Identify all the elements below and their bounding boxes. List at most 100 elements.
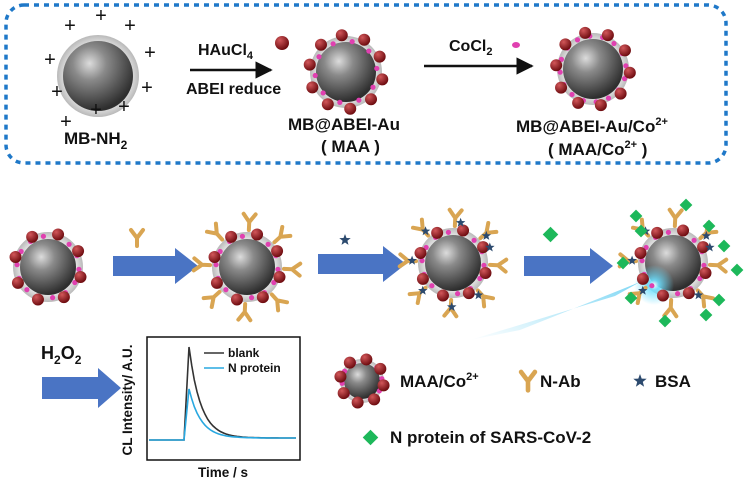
bsa-icon xyxy=(447,302,457,311)
svg-text:+: + xyxy=(141,77,153,99)
chart-y-label: CL Intensity/ A.U. xyxy=(120,344,135,455)
bead3-decoration xyxy=(414,224,492,302)
antibody-icon xyxy=(269,292,290,313)
bsa-blocked-bead xyxy=(418,228,488,298)
h2o2-label: H2O2 xyxy=(41,343,82,367)
bsa-icon xyxy=(407,255,417,265)
legend-text-blank: blank xyxy=(228,346,260,360)
svg-text:+: + xyxy=(64,15,76,37)
process-arrow-2 xyxy=(318,246,406,282)
bsa-icon xyxy=(473,290,484,300)
bsa-icon xyxy=(418,285,428,295)
legend-bsa-icon xyxy=(633,374,647,387)
n-protein-icon xyxy=(717,239,731,253)
legend-n-protein-icon xyxy=(362,429,379,446)
svg-text:+: + xyxy=(90,99,102,121)
bsa-icon xyxy=(339,234,351,245)
legend-bsa-icon xyxy=(633,374,647,387)
n-protein-icon xyxy=(542,226,559,243)
maa-co-decoration-top xyxy=(550,26,636,112)
n-protein-icon xyxy=(699,308,713,322)
bead2-antibodies xyxy=(191,211,303,323)
svg-text:+: + xyxy=(44,49,56,71)
legend-bsa-label: BSA xyxy=(655,372,691,391)
antibody-icon xyxy=(129,228,145,248)
antibody-icon xyxy=(129,228,145,248)
svg-text:+: + xyxy=(124,15,136,37)
antibody-icon xyxy=(447,207,464,229)
antibody-icon xyxy=(236,301,253,323)
antibody-icon xyxy=(475,288,496,309)
maa-bead xyxy=(310,36,382,108)
cobalt-ion-icon xyxy=(512,42,520,48)
bsa-icon xyxy=(485,242,495,252)
n-protein-icon xyxy=(658,314,672,328)
svg-text:+: + xyxy=(144,42,156,64)
svg-text:+: + xyxy=(51,81,63,103)
ab-bead xyxy=(212,232,282,302)
antibody-icon xyxy=(191,256,213,273)
mb-nh2-label: MB-NH2 xyxy=(64,129,128,152)
maa-co-bead-1 xyxy=(13,232,83,302)
bead2-decoration xyxy=(208,228,286,306)
bead3-bsa xyxy=(407,217,495,311)
antibody-icon xyxy=(407,285,428,306)
maa-label: MB@ABEI-Au xyxy=(288,115,400,134)
legend-antibody-icon xyxy=(518,369,538,393)
process-arrow-4 xyxy=(42,368,121,408)
maa-short-label: ( MAA ) xyxy=(321,137,380,156)
antibody-icon xyxy=(662,297,679,319)
maa-co-short-label: ( MAA/Co2+ ) xyxy=(548,139,647,159)
cl-chart: CL Intensity/ A.U. Time / s blank N prot… xyxy=(120,336,301,480)
bsa-icon xyxy=(339,234,351,245)
step2-reagent: CoCl2 xyxy=(449,38,492,58)
bsa-icon xyxy=(420,226,431,236)
step1-method: ABEI reduce xyxy=(186,81,281,98)
bead1-decoration xyxy=(9,228,87,306)
bsa-icon xyxy=(705,242,715,252)
legend-bead-decoration xyxy=(334,353,390,409)
bsa-icon xyxy=(638,285,648,295)
series-line-n-protein xyxy=(149,388,296,441)
bsa-icon xyxy=(693,290,704,300)
antibody-icon xyxy=(707,257,729,274)
legend-n-protein-label: N protein of SARS-CoV-2 xyxy=(390,428,591,447)
antibody-icon xyxy=(667,207,684,229)
chart-x-label: Time / s xyxy=(198,465,248,480)
chart-frame xyxy=(146,336,301,461)
bsa-icon xyxy=(701,230,712,240)
gold-nanoparticle-icon xyxy=(275,36,289,50)
positive-charges: + + + + + + + + + + xyxy=(44,5,156,133)
antibody-icon xyxy=(281,261,303,278)
maa-co-label: MB@ABEI-Au/Co2+ xyxy=(516,116,668,136)
process-arrow-3 xyxy=(524,248,613,284)
bead3-antibodies xyxy=(397,207,509,319)
bead4-antibodies xyxy=(617,207,729,319)
legend-maa-co-label: MAA/Co2+ xyxy=(400,371,479,391)
legend-antibody-icon xyxy=(518,369,538,393)
n-protein-icon xyxy=(712,293,726,307)
mb-nh2-bead xyxy=(57,35,139,117)
antibody-icon xyxy=(487,257,509,274)
antibody-icon xyxy=(204,221,225,242)
bsa-icon xyxy=(627,255,637,265)
svg-text:+: + xyxy=(60,111,72,133)
bsa-icon xyxy=(481,230,492,240)
bsa-icon xyxy=(455,217,466,227)
synthesis-panel-border xyxy=(4,3,728,165)
n-protein-icon xyxy=(730,263,744,277)
legend-text-n-protein: N protein xyxy=(228,361,281,375)
maa-gold-decoration xyxy=(303,29,389,115)
bead4-decoration xyxy=(634,224,712,302)
legend-n-ab-label: N-Ab xyxy=(540,372,581,391)
legend-maa-co xyxy=(340,359,384,403)
antibody-icon xyxy=(695,288,716,309)
maa-co-bead-top xyxy=(557,33,629,105)
svg-text:+: + xyxy=(95,5,107,27)
antibody-icon xyxy=(272,224,293,245)
antibody-icon xyxy=(201,289,222,310)
antibody-icon xyxy=(241,211,258,233)
process-arrow-1 xyxy=(113,248,198,284)
svg-text:+: + xyxy=(118,96,130,118)
